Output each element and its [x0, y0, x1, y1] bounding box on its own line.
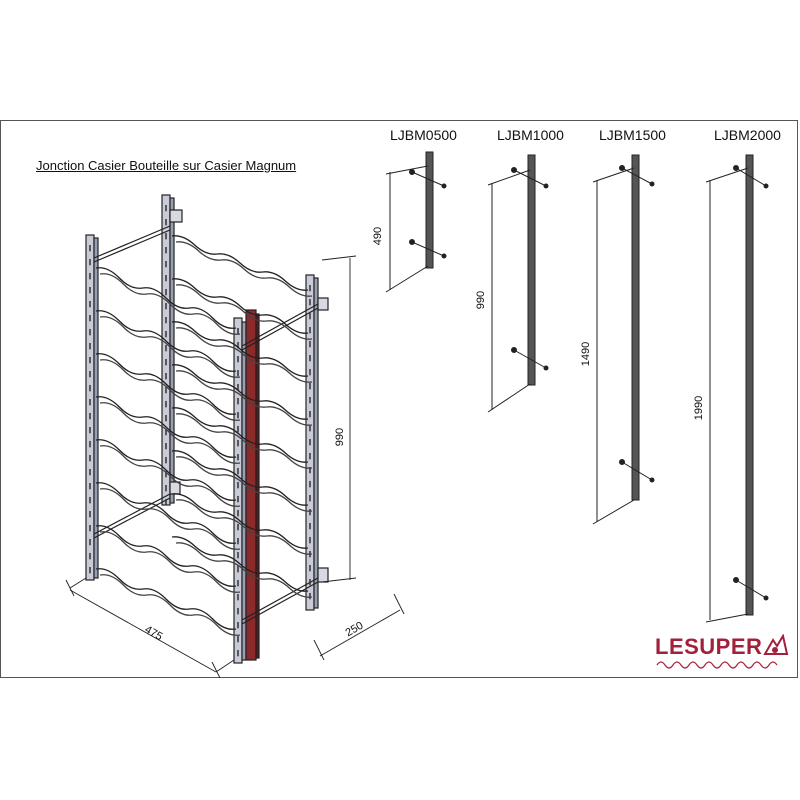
upright-ljbm1000 — [487, 154, 549, 413]
bottle-wave-rod — [171, 450, 309, 506]
bottle-wave-rod — [171, 493, 309, 549]
bottle-wave-rod — [175, 413, 313, 469]
ljbm1500-code: LJBM1500 — [599, 127, 666, 143]
bottle-wave-rod — [171, 364, 309, 420]
bottle-wave-rod — [175, 542, 313, 598]
bottle-wave-rod — [175, 499, 313, 555]
ljbm1000-dim-label: 990 — [475, 291, 487, 309]
drawing-frame — [0, 120, 798, 678]
bottle-wave-rod — [175, 327, 313, 383]
bottle-wave-rod — [171, 321, 309, 377]
bottle-wave-rod — [95, 525, 237, 587]
upright-ljbm0500 — [385, 151, 447, 293]
bottle-wave-rod — [99, 574, 241, 636]
bottle-wave-rod — [175, 370, 313, 426]
bottle-wave-rod — [99, 359, 241, 421]
bottle-wave-rod — [171, 407, 309, 463]
bottle-wave-rod — [95, 310, 237, 372]
ljbm2000-dim-label: 1990 — [693, 396, 705, 420]
bottle-wave-rod — [95, 568, 237, 630]
bottle-wave-rod — [175, 284, 313, 340]
ljbm1500-dim-label: 1490 — [580, 342, 592, 366]
bottle-wave-rod — [99, 273, 241, 335]
rack-dimension-lines — [65, 255, 405, 679]
logo-text: LESUPER — [655, 634, 763, 659]
bottle-wave-rod — [95, 482, 237, 544]
bottle-wave-rod — [171, 536, 309, 592]
lesuper-logo: LESUPER — [655, 634, 789, 674]
drawing-title: Jonction Casier Bouteille sur Casier Mag… — [36, 158, 297, 173]
rack-upright-back-right — [305, 274, 319, 611]
bottle-wave-rod — [95, 396, 237, 458]
bottle-wave-rod — [171, 235, 309, 291]
bottle-wave-rod — [175, 241, 313, 297]
rack-width-label: 475 — [143, 624, 165, 644]
upright-slots — [89, 158, 751, 657]
bottle-wave-rod — [95, 353, 237, 415]
bottle-wave-rod — [95, 267, 237, 329]
wine-rack — [85, 158, 751, 664]
rack-depth-label: 250 — [344, 620, 366, 640]
logo-emblem-icon — [763, 634, 789, 655]
bottle-wave-rod — [171, 278, 309, 334]
bottle-wave-rod — [99, 402, 241, 464]
bottle-wave-rod — [99, 445, 241, 507]
bottle-wave-rods — [95, 235, 313, 636]
logo-underline-icon — [656, 661, 778, 669]
rack-upright-front-right — [233, 317, 247, 664]
bottle-wave-rod — [95, 439, 237, 501]
upright-ljbm2000 — [705, 154, 769, 623]
bottle-wave-rod — [175, 456, 313, 512]
bottle-wave-rod — [99, 488, 241, 550]
upright-variants — [385, 151, 769, 623]
ljbm0500-code: LJBM0500 — [390, 127, 457, 143]
rack-height-label: 990 — [334, 428, 346, 446]
bottle-wave-rod — [99, 531, 241, 593]
rack-upright-front-left — [85, 234, 99, 581]
ljbm2000-code: LJBM2000 — [714, 127, 781, 143]
upright-ljbm1500 — [592, 154, 655, 525]
ljbm0500-dim-label: 490 — [372, 227, 384, 245]
bottle-wave-rod — [99, 316, 241, 378]
ljbm1000-code: LJBM1000 — [497, 127, 564, 143]
